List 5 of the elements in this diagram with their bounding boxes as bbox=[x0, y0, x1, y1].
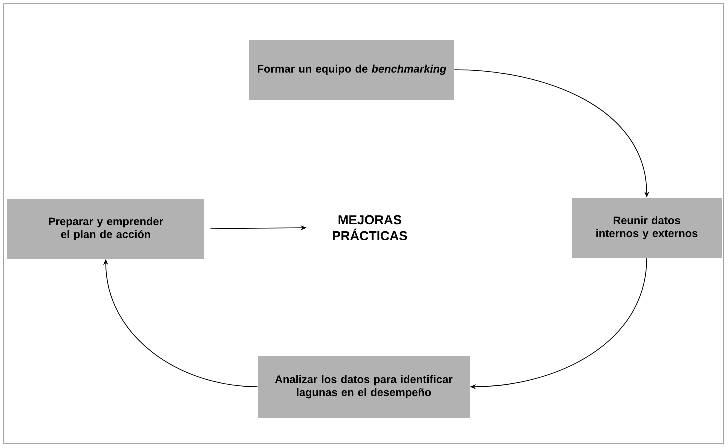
center-label: MEJORAS PRÁCTICAS bbox=[333, 215, 408, 241]
process-box: Preparar y emprender el plan de acción bbox=[8, 198, 204, 259]
process-box: Reunir datos internos y externos bbox=[572, 198, 722, 258]
process-box: Formar un equipo de benchmarking bbox=[250, 40, 454, 100]
process-box: Analizar los datos para identificar lagunas en el desempeño bbox=[258, 356, 470, 418]
